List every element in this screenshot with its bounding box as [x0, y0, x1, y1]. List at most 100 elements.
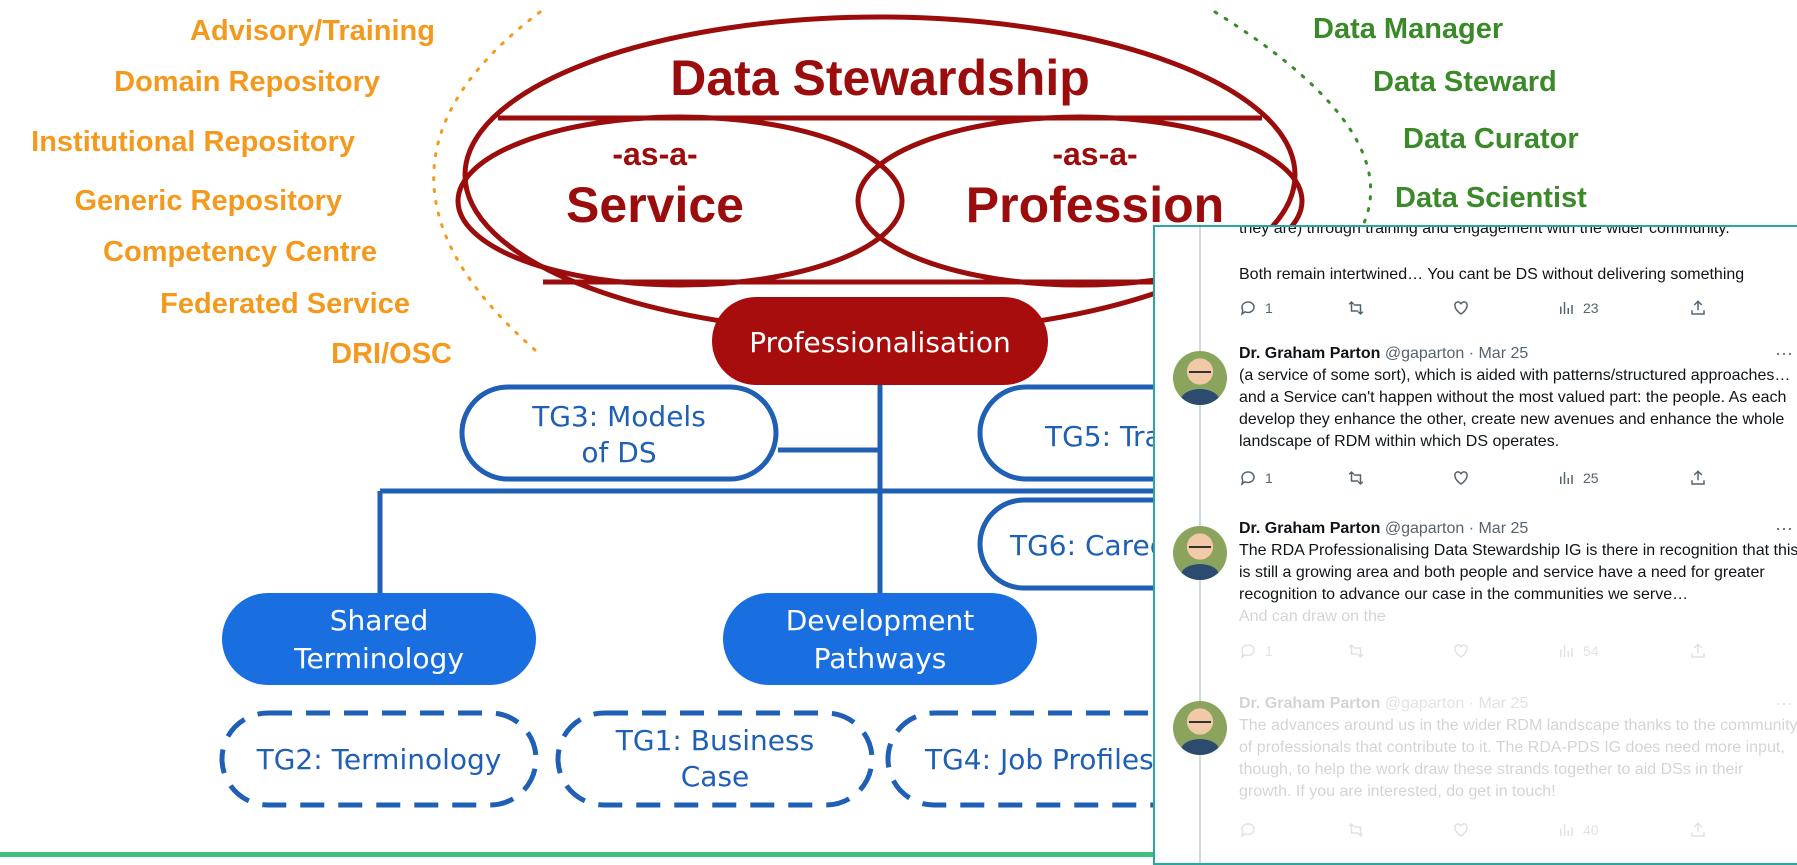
tg4-label: TG4: Job Profiles — [924, 743, 1154, 776]
views-button[interactable]: 54 — [1557, 642, 1599, 660]
views-icon — [1560, 472, 1573, 484]
tweet-actions: 1 25 — [1239, 469, 1759, 493]
like-button[interactable] — [1452, 821, 1470, 839]
views-count: 25 — [1583, 470, 1599, 486]
retweet-icon — [1348, 300, 1364, 316]
more-options-icon[interactable]: ··· — [1775, 693, 1793, 713]
professionalisation-hub — [712, 297, 1048, 385]
hub-label: Professionalisation — [749, 326, 1010, 359]
views-button[interactable]: 40 — [1557, 821, 1599, 839]
retweet-icon — [1348, 643, 1364, 659]
tweet-date[interactable]: · Mar 25 — [1468, 695, 1529, 712]
share-button[interactable] — [1689, 642, 1707, 660]
tweet-header: Dr. Graham Parton @gaparton · Mar 25 — [1239, 343, 1528, 365]
retweet-button[interactable] — [1347, 469, 1365, 487]
views-button[interactable]: 23 — [1557, 299, 1599, 317]
like-button[interactable] — [1452, 642, 1470, 660]
tweet-header: Dr. Graham Parton @gaparton · Mar 25 — [1239, 693, 1528, 715]
like-button[interactable] — [1452, 469, 1470, 487]
tweet-body-tail: And can draw on the — [1239, 608, 1386, 625]
retweet-button[interactable] — [1347, 821, 1365, 839]
tweet-date[interactable]: · Mar 25 — [1468, 520, 1529, 537]
avatar[interactable] — [1173, 526, 1227, 580]
heart-icon — [1454, 301, 1468, 315]
shared-line1: Shared — [330, 604, 429, 637]
author-name[interactable]: Dr. Graham Parton — [1239, 345, 1381, 362]
service-type-4: Generic Repository — [74, 185, 342, 217]
service-type-6: Federated Service — [160, 288, 410, 320]
reply-icon — [1240, 823, 1255, 838]
tg6-label: TG6: Caree — [1009, 529, 1167, 562]
tweet-header: Dr. Graham Parton @gaparton · Mar 25 — [1239, 518, 1528, 540]
reply-count: 1 — [1265, 470, 1273, 486]
tweet-body: The RDA Professionalising Data Stewardsh… — [1239, 542, 1797, 603]
views-button[interactable]: 25 — [1557, 469, 1599, 487]
tweet-0-actions: 1 23 — [1239, 299, 1759, 323]
views-count: 40 — [1583, 822, 1599, 838]
reply-icon — [1240, 471, 1255, 486]
reply-icon — [1240, 301, 1255, 316]
reply-count: 1 — [1265, 300, 1273, 316]
tweet-1[interactable]: Dr. Graham Parton @gaparton · Mar 25 ···… — [1155, 343, 1797, 513]
views-count: 23 — [1583, 300, 1599, 316]
share-button[interactable] — [1689, 821, 1707, 839]
service-type-7: DRI/OSC — [331, 338, 452, 370]
tg2-box — [219, 710, 539, 808]
author-name[interactable]: Dr. Graham Parton — [1239, 695, 1381, 712]
reply-icon — [1240, 644, 1255, 659]
twitter-thread-panel: they are) through training and engagemen… — [1153, 225, 1797, 865]
heart-icon — [1454, 823, 1468, 837]
tg2-label: TG2: Terminology — [256, 743, 502, 776]
role-4: Data Scientist — [1395, 182, 1587, 214]
reply-button[interactable]: 1 — [1239, 469, 1273, 487]
bottom-accent-line — [0, 852, 1797, 857]
author-name[interactable]: Dr. Graham Parton — [1239, 520, 1381, 537]
tweet-3[interactable]: Dr. Graham Parton @gaparton · Mar 25 ···… — [1155, 693, 1797, 863]
retweet-button[interactable] — [1347, 642, 1365, 660]
service-type-1: Advisory/Training — [190, 15, 435, 47]
share-button[interactable] — [1689, 469, 1707, 487]
service-label: Service — [566, 177, 744, 233]
author-handle[interactable]: @gaparton — [1384, 520, 1465, 537]
role-3: Data Curator — [1403, 123, 1579, 155]
service-prefix: -as-a- — [612, 136, 697, 172]
tg1-line1: TG1: Business — [615, 724, 814, 757]
development-pathways-pill — [723, 593, 1037, 685]
share-icon — [1691, 643, 1705, 658]
reply-button[interactable]: 1 — [1239, 642, 1273, 660]
more-options-icon[interactable]: ··· — [1775, 518, 1793, 538]
share-button[interactable] — [1689, 299, 1707, 317]
views-count: 54 — [1583, 643, 1599, 659]
service-type-2: Domain Repository — [114, 66, 380, 98]
profession-lens — [855, 114, 1305, 288]
author-handle[interactable]: @gaparton — [1384, 345, 1465, 362]
tg1-box — [555, 710, 875, 808]
reply-button[interactable] — [1239, 821, 1257, 839]
avatar[interactable] — [1173, 701, 1227, 755]
development-line2: Pathways — [814, 642, 947, 675]
tweet-2[interactable]: Dr. Graham Parton @gaparton · Mar 25 ···… — [1155, 518, 1797, 688]
shared-line2: Terminology — [293, 642, 464, 675]
author-handle[interactable]: @gaparton — [1384, 695, 1465, 712]
tg3-box — [459, 384, 779, 482]
diagram-title: Data Stewardship — [670, 50, 1090, 106]
tweet-actions: 1 54 — [1239, 642, 1759, 666]
more-options-icon[interactable]: ··· — [1775, 343, 1793, 363]
views-icon — [1560, 824, 1573, 836]
views-icon — [1560, 302, 1573, 314]
avatar[interactable] — [1173, 351, 1227, 405]
like-button[interactable] — [1452, 299, 1470, 317]
retweet-button[interactable] — [1347, 299, 1365, 317]
tweet-date[interactable]: · Mar 25 — [1468, 345, 1529, 362]
retweet-icon — [1348, 470, 1364, 486]
share-icon — [1691, 300, 1705, 315]
profession-label: Profession — [966, 177, 1224, 233]
role-1: Data Manager — [1313, 13, 1503, 45]
development-line1: Development — [786, 604, 975, 637]
share-icon — [1691, 822, 1705, 837]
left-dotted-arc — [432, 10, 542, 352]
tweet-actions: 40 — [1239, 821, 1759, 845]
shared-terminology-pill — [222, 593, 536, 685]
heart-icon — [1454, 644, 1468, 658]
reply-button[interactable]: 1 — [1239, 299, 1273, 317]
